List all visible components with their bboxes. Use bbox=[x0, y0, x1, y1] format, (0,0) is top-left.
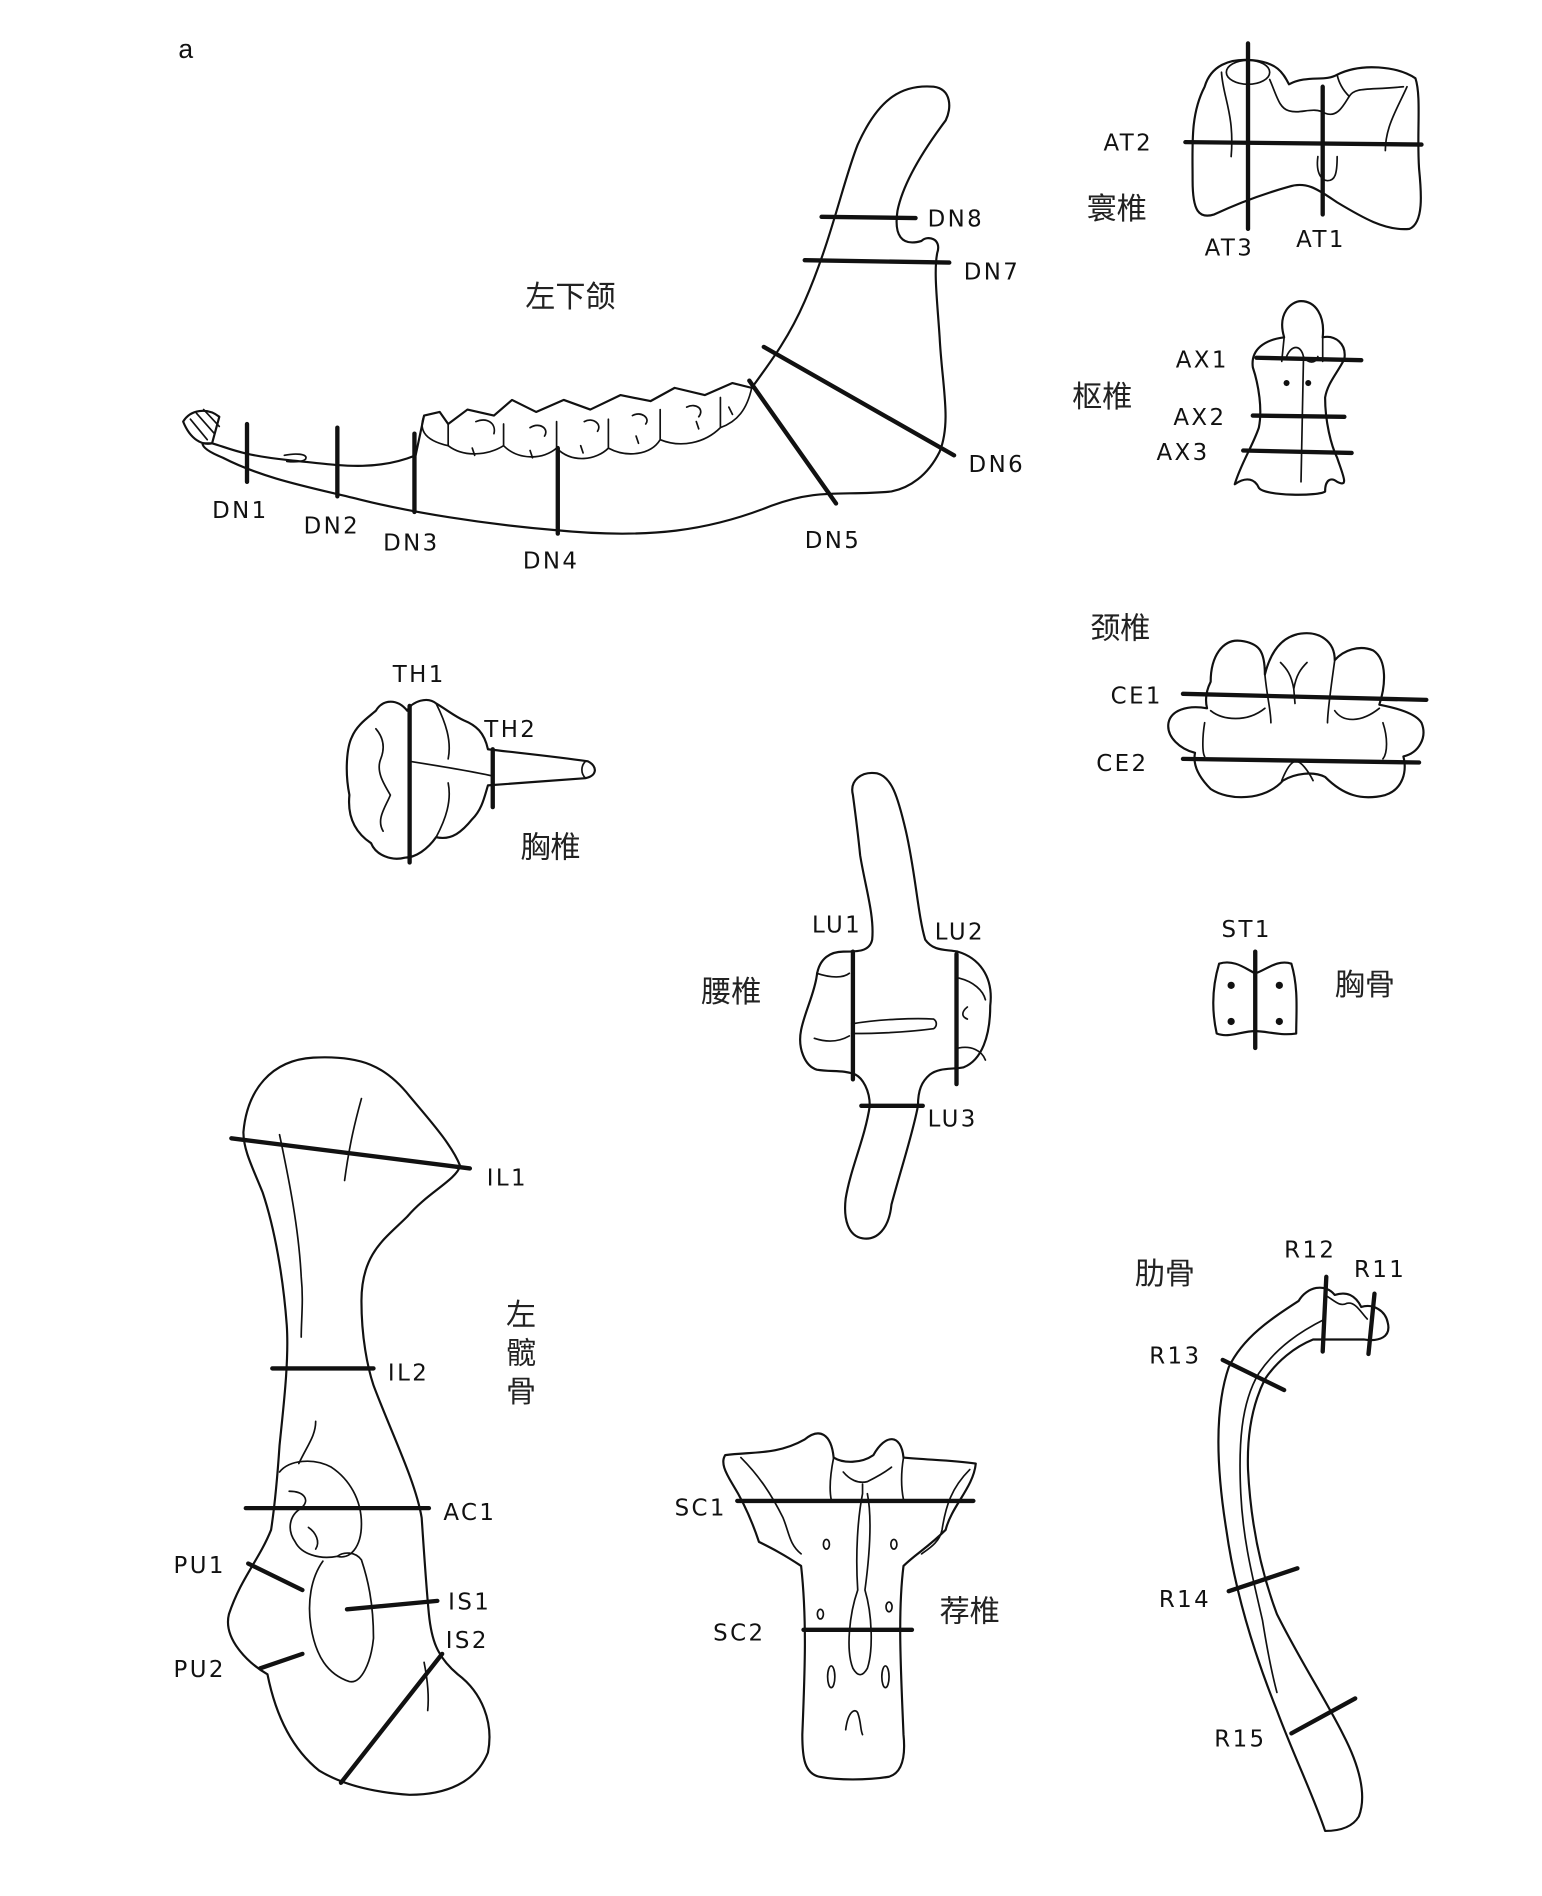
label-at3: AT3 bbox=[1205, 235, 1255, 261]
innominate-title-2: 髋 bbox=[506, 1337, 536, 1372]
cut-line-is1 bbox=[344, 1598, 440, 1612]
innominate-title-3: 骨 bbox=[506, 1375, 536, 1410]
label-th2: TH2 bbox=[483, 717, 537, 743]
label-dn4: DN4 bbox=[523, 549, 580, 575]
cut-line-r11 bbox=[1366, 1291, 1377, 1357]
label-dn7: DN7 bbox=[964, 259, 1021, 285]
incisor-tip bbox=[182, 409, 221, 445]
sacrum-title: 荐椎 bbox=[940, 1594, 1000, 1629]
label-pu2: PU2 bbox=[174, 1657, 226, 1683]
cervical-title: 颈椎 bbox=[1090, 611, 1150, 646]
lumbar-title: 腰椎 bbox=[701, 975, 761, 1010]
cut-line-ax1 bbox=[1254, 355, 1364, 363]
rib-figure: R12 R11 R13 R14 R15 肋骨 bbox=[1135, 1238, 1406, 1833]
panel-label: a bbox=[178, 34, 193, 64]
cut-line-at2 bbox=[1183, 139, 1424, 147]
cervical-outline bbox=[1167, 632, 1425, 799]
sternum-title: 胸骨 bbox=[1335, 968, 1395, 1003]
rib-outline bbox=[1217, 1286, 1390, 1833]
cut-line-pu1 bbox=[246, 1561, 305, 1593]
axis-title: 枢椎 bbox=[1072, 380, 1132, 415]
label-lu1: LU1 bbox=[812, 912, 862, 938]
mandible-title: 左下颌 bbox=[525, 280, 615, 315]
cut-line-r12 bbox=[1320, 1274, 1329, 1354]
label-il2: IL2 bbox=[388, 1360, 429, 1386]
cut-line-is2 bbox=[338, 1651, 445, 1785]
label-ax2: AX2 bbox=[1173, 405, 1226, 431]
label-dn5: DN5 bbox=[805, 528, 862, 554]
axis-figure: AX1 AX2 AX3 枢椎 bbox=[1072, 300, 1364, 496]
lumbar-figure: LU1 LU2 LU3 腰椎 bbox=[701, 771, 992, 1240]
label-sc2: SC2 bbox=[713, 1621, 765, 1647]
innominate-figure: IL1 IL2 AC1 PU1 PU2 IS1 IS2 左 髋 骨 bbox=[174, 1056, 536, 1796]
label-ax3: AX3 bbox=[1156, 440, 1209, 466]
sacrum-outline bbox=[722, 1432, 977, 1781]
label-pu1: PU1 bbox=[174, 1553, 226, 1579]
thoracic-title: 胸椎 bbox=[520, 831, 580, 866]
label-dn3: DN3 bbox=[383, 530, 440, 556]
cut-line-r15 bbox=[1289, 1696, 1358, 1736]
label-dn1: DN1 bbox=[212, 498, 269, 524]
label-ce1: CE1 bbox=[1111, 683, 1163, 709]
label-ce2: CE2 bbox=[1096, 751, 1148, 777]
mental-foramen bbox=[283, 453, 307, 463]
label-is1: IS1 bbox=[448, 1589, 491, 1615]
cut-line-dn7 bbox=[802, 258, 952, 265]
label-dn6: DN6 bbox=[969, 452, 1026, 478]
cut-line-r14 bbox=[1226, 1566, 1300, 1594]
cut-line-dn6 bbox=[761, 344, 957, 458]
cut-line-pu2 bbox=[258, 1651, 305, 1671]
label-r14: R14 bbox=[1159, 1587, 1211, 1613]
label-r15: R15 bbox=[1214, 1727, 1266, 1753]
label-st1: ST1 bbox=[1222, 917, 1272, 943]
atlas-title: 寰椎 bbox=[1087, 192, 1147, 227]
label-r11: R11 bbox=[1354, 1257, 1406, 1283]
label-sc1: SC1 bbox=[675, 1495, 727, 1521]
mandible-outline bbox=[201, 85, 951, 535]
cut-line-dn8 bbox=[819, 214, 918, 221]
rib-title: 肋骨 bbox=[1135, 1257, 1195, 1292]
label-ax1: AX1 bbox=[1176, 347, 1229, 373]
innominate-title-1: 左 bbox=[506, 1298, 536, 1333]
label-r13: R13 bbox=[1149, 1344, 1201, 1370]
cut-line-r13 bbox=[1220, 1357, 1287, 1393]
label-dn8: DN8 bbox=[928, 206, 985, 232]
label-lu2: LU2 bbox=[935, 920, 985, 946]
axis-outline bbox=[1233, 300, 1346, 496]
sternum-figure: ST1 胸骨 bbox=[1212, 917, 1395, 1051]
label-at2: AT2 bbox=[1103, 131, 1153, 157]
lumbar-outline bbox=[799, 771, 992, 1240]
thoracic-outline bbox=[345, 698, 596, 860]
atlas-outline bbox=[1191, 58, 1422, 231]
cervical-figure: CE1 CE2 颈椎 bbox=[1090, 611, 1429, 799]
label-dn2: DN2 bbox=[304, 514, 361, 540]
atlas-figure: AT2 AT3 AT1 寰椎 bbox=[1087, 41, 1424, 261]
cut-line-il1 bbox=[229, 1136, 473, 1171]
cut-line-dn5 bbox=[747, 378, 839, 506]
sacrum-figure: SC1 SC2 荐椎 bbox=[675, 1432, 1000, 1781]
thoracic-figure: TH1 TH2 胸椎 bbox=[345, 662, 596, 866]
label-il1: IL1 bbox=[487, 1165, 528, 1191]
label-is2: IS2 bbox=[446, 1628, 489, 1654]
label-lu3: LU3 bbox=[928, 1106, 978, 1132]
cut-line-ce2 bbox=[1180, 756, 1422, 765]
label-th1: TH1 bbox=[392, 662, 446, 688]
cut-line-ce1 bbox=[1180, 691, 1429, 703]
cut-line-ax3 bbox=[1241, 448, 1354, 456]
label-at1: AT1 bbox=[1296, 227, 1346, 253]
mandible-figure: DN1 DN2 DN3 DN4 DN5 DN6 DN7 DN8 左下颌 bbox=[182, 85, 1026, 575]
label-ac1: AC1 bbox=[443, 1500, 496, 1526]
cut-line-ax2 bbox=[1250, 413, 1347, 419]
label-r12: R12 bbox=[1284, 1238, 1336, 1264]
